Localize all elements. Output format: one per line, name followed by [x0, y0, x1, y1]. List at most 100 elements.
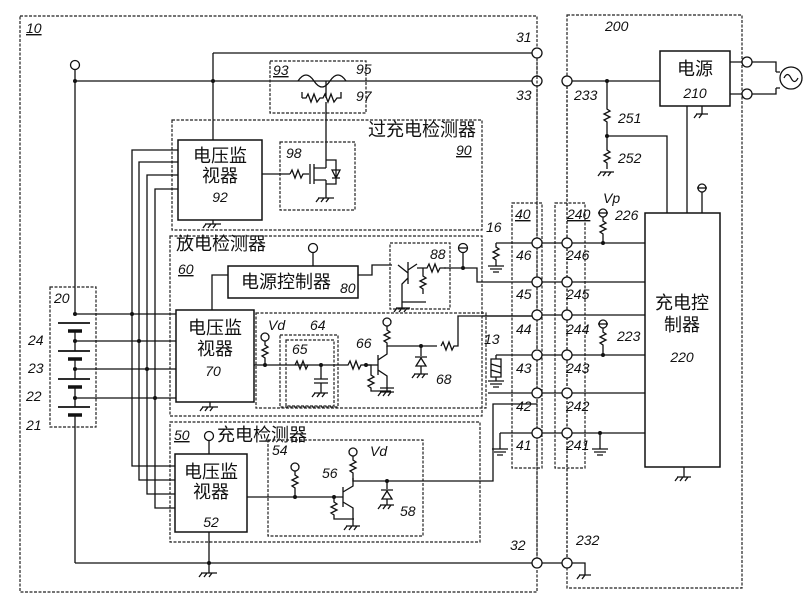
power-terminal-icon [307, 242, 319, 254]
connector-40 [511, 202, 543, 469]
transistor-56-ref: 56 [322, 465, 338, 481]
voltage-monitor-52-ref: 52 [203, 514, 219, 530]
ground-icon [592, 433, 608, 456]
voltage-monitor-70-ref: 70 [205, 363, 221, 379]
discharge-detector-ref: 60 [178, 261, 194, 277]
connector-240-ref: 240 [566, 206, 591, 222]
zener-68-icon [411, 346, 428, 379]
charger-enclosure [566, 14, 743, 589]
pin-46: 46 [516, 247, 532, 263]
charge-controller-ref: 220 [669, 349, 694, 365]
capacitor-icon [311, 365, 328, 398]
connector-240 [554, 202, 586, 469]
voltage-monitor-52-label2: 视器 [193, 482, 229, 503]
switch-88-box [389, 242, 451, 310]
rc-circuit-65 [285, 339, 335, 407]
charger-ref: 200 [604, 18, 629, 34]
transistor-56-icon [329, 478, 354, 522]
ground-icon [202, 220, 221, 229]
charge-controller-220 [644, 212, 721, 468]
ground-icon [199, 402, 218, 412]
voltage-monitor-70-label2: 视器 [197, 339, 233, 360]
pin-246: 246 [565, 247, 590, 263]
transistor-88-icon [397, 262, 446, 303]
voltage-monitor-70 [175, 309, 255, 403]
pin-242: 242 [565, 398, 590, 414]
pin-43: 43 [516, 360, 532, 376]
voltage-monitor-92 [177, 139, 263, 221]
vd-label-discharge: Vd [268, 317, 286, 333]
terminal-31-label: 31 [516, 29, 532, 45]
fuse-block [269, 60, 367, 114]
pin-42: 42 [516, 398, 532, 414]
ground-icon [198, 563, 217, 578]
pin-241: 241 [565, 437, 589, 453]
voltage-monitor-92-label2: 视器 [202, 166, 238, 187]
charge-controller-label1: 充电控 [655, 293, 709, 314]
switch-98-box [279, 141, 356, 211]
pin-41: 41 [516, 437, 532, 453]
charge-circuit-54 [267, 439, 424, 537]
diode-icon [330, 169, 342, 180]
charge-detector-label: 充电检测器 [217, 425, 307, 446]
transistor-66-icon [366, 346, 394, 389]
voltage-monitor-92-label1: 电压监 [193, 146, 247, 167]
voltage-monitor-70-label1: 电压监 [188, 318, 242, 339]
ground-icon [572, 562, 591, 580]
terminal-32 [531, 557, 543, 569]
overcharge-detector-ref: 90 [456, 142, 472, 158]
thermistor-13-icon [488, 355, 504, 388]
terminal-32-label: 32 [510, 537, 526, 553]
discharge-detector-label: 放电检测器 [176, 234, 266, 255]
zener-58-icon [377, 481, 394, 510]
rc-circuit-65-outer [279, 334, 339, 408]
voltage-monitor-52-label1: 电压监 [184, 462, 238, 483]
charge-detector-ref: 50 [174, 427, 190, 443]
power-controller-80 [227, 265, 359, 299]
cell-21-ref: 21 [25, 417, 42, 433]
resistor-223-ref: 223 [616, 328, 641, 344]
fuse-ref: 95 [356, 61, 372, 77]
pin-45: 45 [516, 286, 532, 302]
heater-ref: 97 [356, 88, 373, 104]
positive-node-terminal [69, 59, 81, 71]
charge-detector [169, 421, 481, 543]
discharge-detector [169, 235, 483, 417]
resistor-226-icon [598, 217, 608, 242]
resistor-16-icon [488, 243, 504, 273]
vd-label-charge: Vd [370, 443, 388, 459]
ground-icon [693, 106, 708, 119]
voltage-monitor-52 [174, 453, 248, 533]
battery-pack-enclosure [19, 15, 538, 593]
voltage-divider-icon [597, 81, 614, 177]
charge-controller-label2: 制器 [664, 315, 700, 336]
delay-ref: 64 [310, 317, 326, 333]
terminal-33-label: 33 [516, 87, 532, 103]
ground-icon [377, 388, 394, 397]
resistor-16-ref: 16 [486, 219, 502, 235]
terminal-232-label: 232 [575, 532, 600, 548]
battery-group-ref: 20 [53, 290, 70, 306]
vd-terminal-icon [348, 447, 358, 457]
fuse-block-ref-label: 93 [273, 62, 289, 78]
delay-circuit-64 [255, 312, 487, 409]
terminal-232 [561, 557, 573, 569]
power-terminal-icon [203, 430, 215, 442]
connector-pins [531, 237, 573, 439]
ac-terminal [741, 88, 753, 100]
zener-68-ref: 68 [436, 371, 452, 387]
cell-24-ref: 24 [27, 332, 44, 348]
voltage-monitor-92-ref: 92 [212, 189, 228, 205]
cell-22-ref: 22 [25, 388, 42, 404]
resistor-251-ref: 251 [617, 110, 641, 126]
vd-terminal-icon [260, 332, 270, 342]
vd-terminal-icon [290, 462, 300, 472]
ac-terminal [741, 56, 753, 68]
resistor-226-ref: 226 [614, 207, 639, 223]
power-controller-ref: 80 [340, 280, 356, 296]
overcharge-detector-label: 过充电检测器 [368, 120, 476, 141]
mosfet-icon [289, 159, 337, 188]
ground-icon [393, 302, 410, 313]
power-controller-label: 电源控制器 [241, 272, 331, 293]
